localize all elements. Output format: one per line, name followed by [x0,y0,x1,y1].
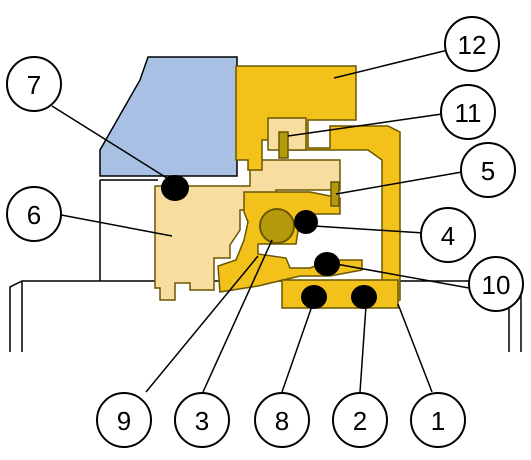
callout-10: 10 [468,256,524,312]
callout-7: 7 [6,56,62,112]
svg-text:9: 9 [117,406,131,436]
shaft-sleeve [281,279,399,309]
svg-text:7: 7 [27,70,41,100]
svg-text:3: 3 [195,406,209,436]
drive-pin-11 [278,131,289,159]
callout-3: 3 [174,392,230,448]
svg-text:1: 1 [431,406,445,436]
o-rings [161,175,377,309]
svg-text:4: 4 [441,221,455,251]
o-ring-7 [161,175,189,201]
callout-5: 5 [460,142,516,198]
callouts: 7 6 12 11 5 4 10 9 [6,16,524,448]
svg-text:12: 12 [458,30,487,60]
callout-1: 1 [410,392,466,448]
stationary-seat [154,159,341,301]
o-ring-10 [314,252,340,276]
svg-text:8: 8 [275,406,289,436]
callout-11: 11 [440,84,496,140]
svg-text:2: 2 [353,406,367,436]
svg-text:6: 6 [27,200,41,230]
o-ring-2 [351,285,377,309]
callout-9: 9 [96,392,152,448]
svg-text:11: 11 [455,98,482,128]
callout-12: 12 [444,16,500,72]
o-ring-8 [301,285,327,309]
callout-8: 8 [254,392,310,448]
ball-3 [259,208,295,244]
leader-lines [51,49,470,393]
svg-text:5: 5 [481,156,495,186]
callout-2: 2 [332,392,388,448]
callout-4: 4 [420,207,476,263]
callout-6: 6 [6,186,62,242]
svg-text:10: 10 [482,270,511,300]
gland-plate [99,56,238,177]
o-ring-4 [294,210,318,234]
